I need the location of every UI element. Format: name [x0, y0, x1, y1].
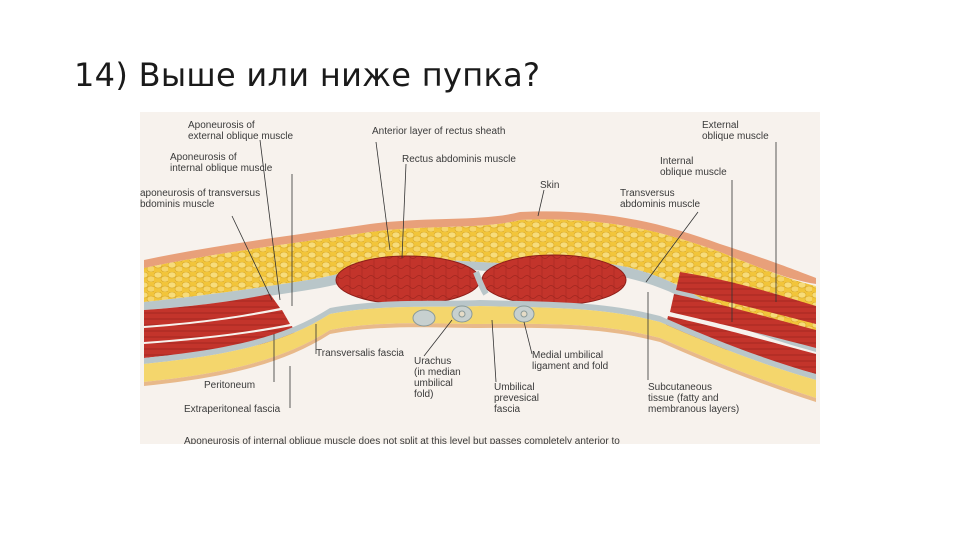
- label-peritoneum: Peritoneum: [204, 380, 256, 391]
- label-external-oblique: External oblique muscle: [702, 120, 769, 142]
- label-aponeurosis-transversus: aponeurosis of transversus bdominis musc…: [140, 188, 261, 210]
- label-transversalis-fascia: Transversalis fascia: [316, 348, 404, 359]
- skin-layer: [144, 211, 816, 284]
- anatomy-figure: Aponeurosis of external oblique muscle A…: [140, 112, 820, 444]
- abdominal-wall-cross-section: [144, 139, 816, 408]
- left-transversus: [144, 326, 296, 358]
- peritoneum-layer: [144, 323, 816, 402]
- linea-alba: [473, 270, 489, 296]
- subcutaneous-fat: [144, 219, 816, 344]
- umbilical-folds: [412, 305, 535, 327]
- right-transversus: [664, 316, 816, 374]
- slide-title: 14) Выше или ниже пупка?: [74, 56, 541, 94]
- label-aponeurosis-external: Aponeurosis of external oblique muscle: [188, 120, 294, 142]
- left-external-oblique: [144, 294, 280, 326]
- figure-caption: Aponeurosis of internal oblique muscle d…: [184, 436, 620, 444]
- label-subcutaneous-tissue: Subcutaneous tissue (fatty and membranou…: [648, 382, 740, 415]
- label-umbilical-prevesical-fascia: Umbilical prevesical fascia: [494, 382, 540, 415]
- label-internal-oblique: Internal oblique muscle: [660, 156, 727, 178]
- left-internal-oblique: [144, 310, 290, 342]
- right-rectus-abdominis: [481, 254, 627, 306]
- leader-lines: [231, 139, 777, 408]
- label-transversus: Transversus abdominis muscle: [620, 188, 701, 210]
- label-aponeurosis-internal: Aponeurosis of internal oblique muscle: [170, 152, 273, 174]
- rectus-sheath-anterior: [144, 259, 816, 352]
- label-urachus: Urachus (in median umbilical fold): [414, 356, 461, 400]
- label-anterior-rectus-sheath: Anterior layer of rectus sheath: [372, 126, 506, 137]
- label-extraperitoneal-fascia: Extraperitoneal fascia: [184, 404, 281, 415]
- right-internal-oblique: [670, 294, 816, 348]
- label-rectus-abdominis: Rectus abdominis muscle: [402, 154, 516, 165]
- label-skin: Skin: [540, 180, 560, 191]
- left-rectus-abdominis: [335, 255, 481, 305]
- right-external-oblique: [676, 272, 816, 324]
- transversalis-fascia: [144, 300, 816, 380]
- label-medial-umbilical: Medial umbilical ligament and fold: [532, 350, 609, 372]
